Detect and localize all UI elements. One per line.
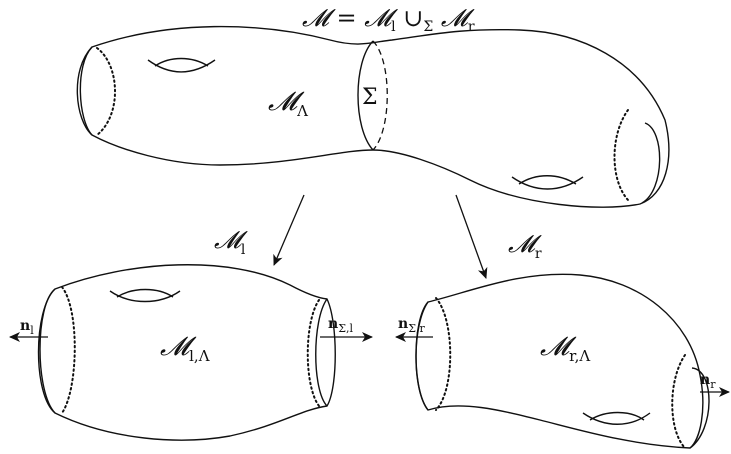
normal-sigma-r-label: nΣ,r xyxy=(398,316,425,335)
top-handle-1-lower xyxy=(147,59,216,73)
right-piece-handle-upper xyxy=(589,411,645,421)
left-piece-right-cap xyxy=(315,298,328,407)
right-piece-left-dotted-ring xyxy=(435,297,452,411)
right-piece-left-cap xyxy=(415,301,429,411)
right-piece-handle-lower xyxy=(582,412,651,425)
top-interior-label: 𝓜Λ xyxy=(268,87,308,120)
arrow-left-label: 𝓜l xyxy=(214,226,248,258)
sigma-cut-back xyxy=(372,40,388,151)
arrow-to-left-piece xyxy=(273,194,305,266)
top-left-cap xyxy=(76,46,93,136)
decomposition-equation: 𝓜 = 𝓜l ∪Σ 𝓜r xyxy=(302,4,475,35)
left-piece xyxy=(9,264,373,441)
left-piece-left-dotted-ring xyxy=(61,286,76,414)
left-piece-left-cap xyxy=(37,288,56,414)
sigma-cut-label: Σ xyxy=(362,85,378,110)
arrow-to-right-piece xyxy=(455,194,488,279)
right-piece-right-cap xyxy=(689,367,710,449)
left-piece-interior-label: 𝓜l,Λ xyxy=(160,332,210,365)
arrow-right-label: 𝓜r xyxy=(508,230,542,262)
top-left-dotted-ring xyxy=(96,47,116,136)
left-piece-handle-lower xyxy=(109,290,181,303)
normal-r-label: nr xyxy=(700,372,716,391)
right-piece-interior-label: 𝓜r,Λ xyxy=(540,332,590,365)
right-piece xyxy=(395,273,730,449)
left-piece-right-dotted-ring xyxy=(306,299,320,407)
top-handle-1-upper xyxy=(154,57,209,67)
top-manifold xyxy=(76,25,670,208)
top-manifold-outline xyxy=(79,25,670,208)
left-piece-handle-upper xyxy=(116,288,174,298)
top-handle-2-upper xyxy=(518,175,577,185)
top-right-dotted-ring xyxy=(613,109,629,201)
normal-sigma-l-label: nΣ,l xyxy=(328,316,353,335)
top-handle-2-lower xyxy=(511,176,584,190)
normal-l-label: nl xyxy=(20,318,34,337)
top-right-cap xyxy=(641,122,661,204)
right-piece-right-dotted-ring xyxy=(671,354,686,449)
sigma-cut-front xyxy=(357,40,374,151)
